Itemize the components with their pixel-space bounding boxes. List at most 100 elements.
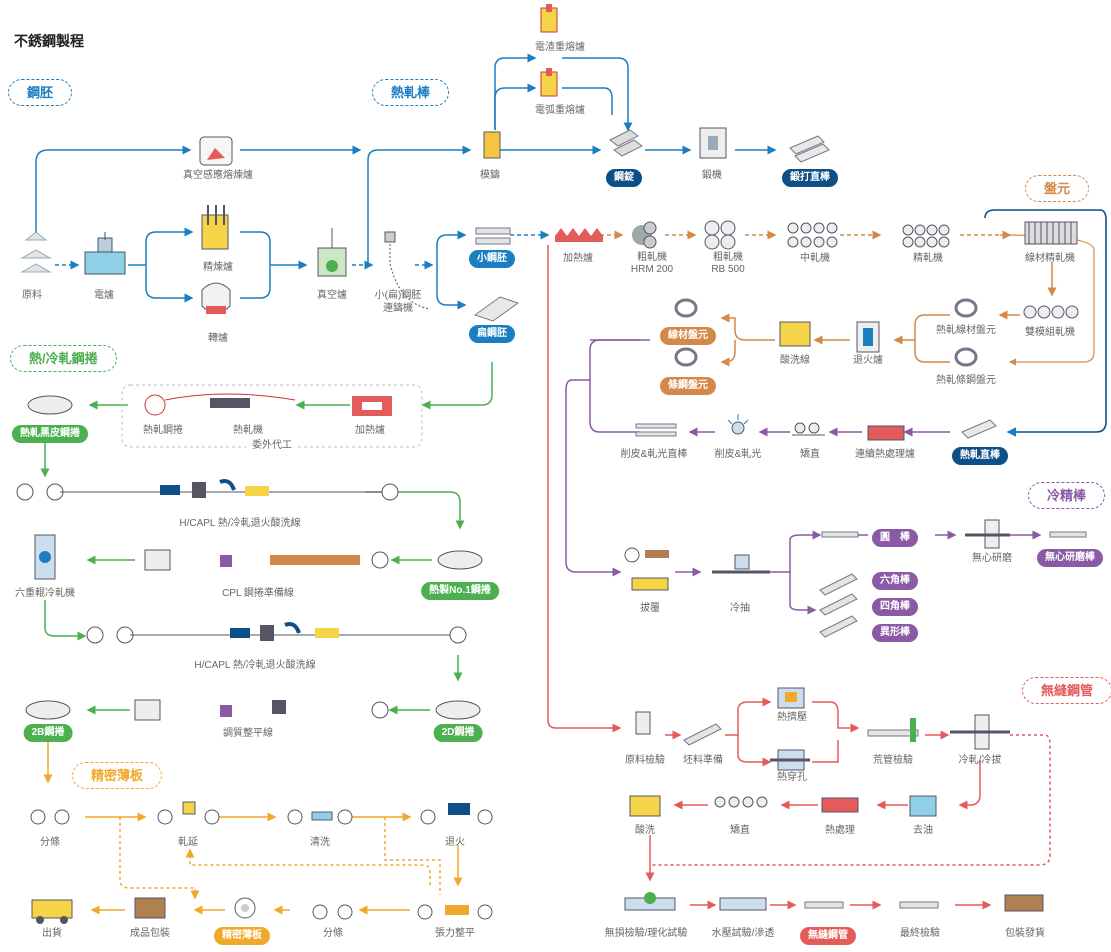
pickle-line-icon bbox=[779, 321, 811, 347]
label-hcapl1: H/CAPL 熱/冷軋退火酸洗線 bbox=[179, 518, 301, 529]
wire-coil-icon bbox=[674, 298, 698, 318]
anneal2-icon bbox=[420, 803, 493, 825]
forging-icon bbox=[699, 127, 727, 159]
section-billet: 鋼胚 bbox=[8, 79, 73, 106]
pill-bar-coil: 條鋼盤元 bbox=[660, 377, 716, 395]
no1-coil-icon bbox=[437, 550, 483, 570]
label-raw: 原料 bbox=[22, 290, 42, 301]
cold-roll-icon bbox=[950, 714, 1010, 750]
hcapl1-line-icon bbox=[16, 479, 399, 501]
page-title: 不銹鋼製程 bbox=[14, 33, 84, 49]
ingot-icon bbox=[609, 129, 643, 157]
label-hr-wire: 熱軋線材盤元 bbox=[936, 325, 996, 336]
pill-no1-coil: 熱製No.1鋼捲 bbox=[421, 582, 499, 600]
pill-small-billet: 小鋼胚 bbox=[469, 250, 515, 268]
label-ndt: 無損檢驗/理化試驗 bbox=[604, 928, 688, 939]
label-straighten: 矯直 bbox=[800, 449, 820, 460]
peel-bar-icon bbox=[635, 423, 677, 437]
label-pickle: 酸洗 bbox=[635, 825, 655, 836]
pill-round-bar: 圓 棒 bbox=[872, 529, 918, 547]
reheat-furnace-icon bbox=[555, 228, 603, 242]
pill-forged-bar: 鍛打直棒 bbox=[782, 169, 838, 187]
label-vim: 真空感應熔煉爐 bbox=[183, 170, 253, 181]
2d-coil-icon bbox=[435, 700, 481, 720]
hr-wire-coil-icon bbox=[954, 298, 978, 318]
wire-finish-mill-icon bbox=[1024, 221, 1078, 245]
esr-icon bbox=[540, 4, 558, 33]
hollow-icon bbox=[867, 718, 919, 742]
label-peel-polish: 削皮&軋光 bbox=[714, 449, 762, 460]
label-inspect-raw: 原料檢驗 bbox=[625, 755, 665, 766]
label-rough2-sub: RB 500 bbox=[711, 264, 745, 275]
final-inspect-icon bbox=[899, 901, 939, 909]
label-tension-level: 張力整平 bbox=[435, 928, 475, 939]
label-sixhi: 六重輥冷軋機 bbox=[15, 588, 75, 599]
reheat2-icon bbox=[352, 396, 392, 416]
section-precision-sheet: 精密薄板 bbox=[72, 762, 163, 789]
label-var: 電弧重熔爐 bbox=[535, 105, 585, 116]
label-converter: 轉爐 bbox=[208, 333, 228, 344]
small-billet-icon bbox=[475, 227, 511, 245]
label-skin-pass: 調質整平線 bbox=[223, 728, 273, 739]
billet-prep-icon bbox=[683, 723, 722, 746]
label-slit2: 分條 bbox=[323, 928, 343, 939]
forged-bar-icon bbox=[789, 135, 830, 163]
label-cpl: CPL 鋼捲準備線 bbox=[222, 588, 294, 599]
section-coil: 熱/冷軋鋼捲 bbox=[10, 345, 117, 372]
label-cc-line1: 小(扁)鋼胚 bbox=[374, 290, 422, 301]
label-cc-line2: 連鑄機 bbox=[383, 303, 413, 314]
section-hot-rolled-bar: 熱軋棒 bbox=[372, 79, 450, 106]
black-coil-icon bbox=[27, 395, 73, 415]
label-hr-bar-coil: 熱軋條鋼盤元 bbox=[936, 375, 996, 386]
label-wire-finish: 線材精軋機 bbox=[1025, 253, 1075, 264]
label-refining: 精煉爐 bbox=[203, 262, 233, 273]
slit2-icon bbox=[312, 904, 353, 920]
pill-ground-bar: 無心研磨棒 bbox=[1037, 549, 1103, 567]
vim-icon bbox=[199, 136, 233, 166]
section-seamless-pipe: 無縫鋼管 bbox=[1022, 677, 1111, 704]
refining-icon bbox=[201, 205, 229, 250]
clean-icon bbox=[287, 809, 353, 825]
twin-mill-icon bbox=[1023, 305, 1079, 319]
raw-material-icon bbox=[20, 231, 52, 273]
label-pack: 成品包裝 bbox=[130, 928, 170, 939]
anneal-icon bbox=[856, 321, 880, 353]
extrude-icon bbox=[777, 687, 805, 709]
cc-icon bbox=[384, 231, 431, 310]
label-final-inspect: 最終檢驗 bbox=[900, 928, 940, 939]
label-ship: 出貨 bbox=[42, 928, 62, 939]
pack-icon bbox=[134, 897, 166, 919]
label-hot-pierce: 熱穿孔 bbox=[777, 772, 807, 783]
label-esr: 電渣重熔爐 bbox=[535, 42, 585, 53]
shaped-bar-icon bbox=[819, 615, 858, 638]
cpl-line-icon bbox=[144, 549, 389, 571]
label-hot-extrude: 熱擠壓 bbox=[777, 712, 807, 723]
vacuum-icon bbox=[317, 228, 347, 277]
truck-icon bbox=[31, 899, 73, 924]
outsourced-box bbox=[121, 384, 423, 448]
six-high-mill-icon bbox=[34, 534, 56, 580]
pill-hot-bar: 熱軋直棒 bbox=[952, 447, 1008, 465]
label-degrease: 去油 bbox=[913, 825, 933, 836]
label-clean: 清洗 bbox=[310, 837, 330, 848]
label-pack-ship: 包裝發貨 bbox=[1005, 928, 1045, 939]
label-vacuum: 真空爐 bbox=[317, 290, 347, 301]
label-peel-bar: 削皮&軋光直棒 bbox=[620, 449, 688, 460]
square-bar-icon bbox=[819, 593, 858, 616]
centerless-icon bbox=[965, 519, 1010, 549]
skin-pass-icon bbox=[134, 699, 389, 721]
sheet-coil-icon bbox=[234, 897, 256, 919]
hr-bar-coil-icon bbox=[954, 347, 978, 367]
var-icon bbox=[540, 68, 558, 97]
hydro-icon bbox=[719, 897, 767, 911]
pierce-icon bbox=[770, 749, 810, 771]
label-draw: 拔覆 bbox=[640, 603, 660, 614]
pill-seamless-pipe: 無縫鋼管 bbox=[800, 927, 856, 945]
microscope-icon bbox=[635, 711, 651, 735]
mid-mill-icon bbox=[787, 222, 838, 248]
pill-shaped-bar: 異形棒 bbox=[872, 624, 918, 642]
label-roll: 軋延 bbox=[178, 837, 198, 848]
pickle-tank-icon bbox=[629, 795, 661, 817]
straighten2-icon bbox=[714, 796, 768, 808]
